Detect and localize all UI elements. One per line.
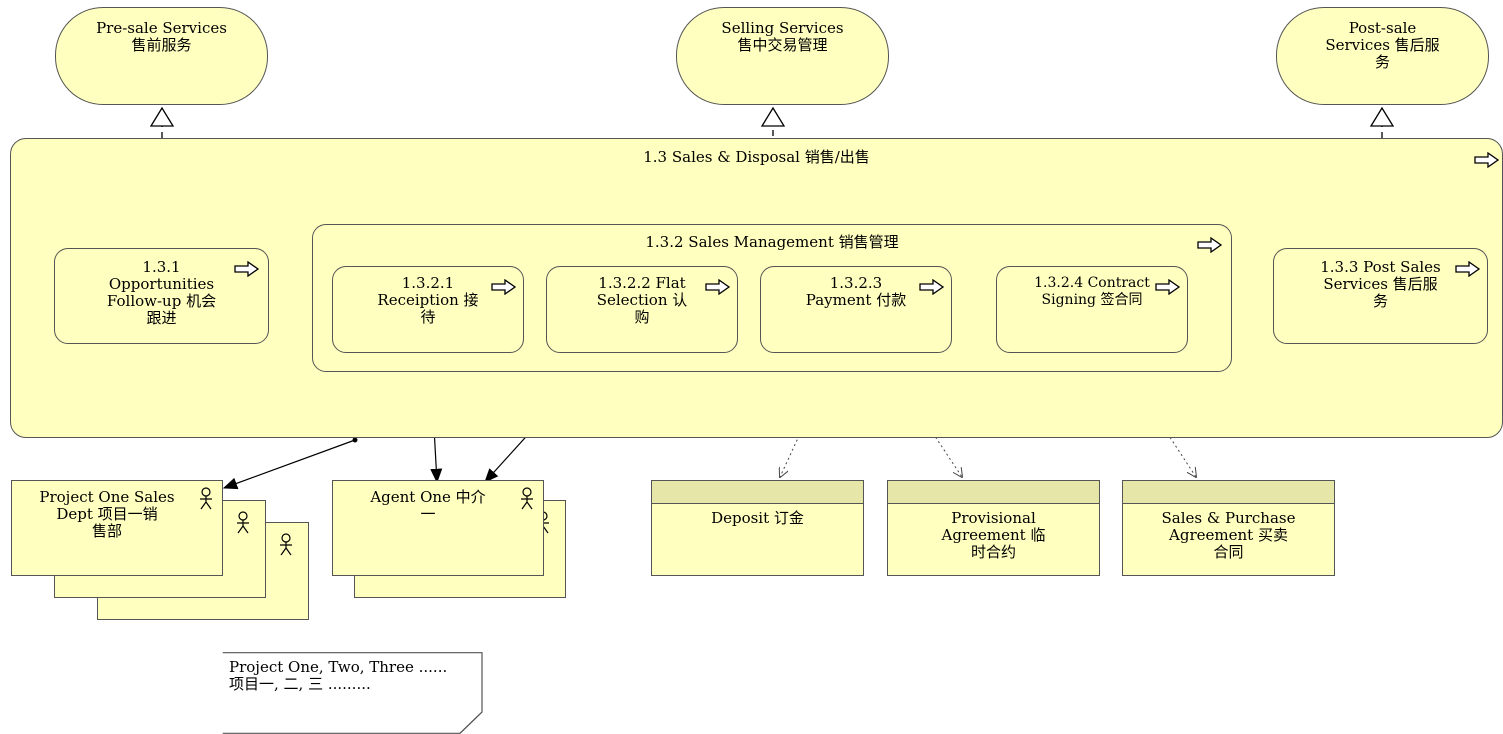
payment-process[interactable]: 1.3.2.3 Payment 付款 [760,266,952,353]
selling-service-label: Selling Services 售中交易管理 [721,19,844,54]
reception-process[interactable]: 1.3.2.1 Receiption 接 待 [332,266,524,353]
process-arrow-icon [234,261,260,277]
postsale-service-label: Post-sale Services 售后服 务 [1325,19,1440,71]
sales-disposal-title: 1.3 Sales & Disposal 销售/出售 [643,148,870,166]
purchase-agreement-object[interactable]: Sales & Purchase Agreement 买卖 合同 [1122,480,1335,576]
postsale-service[interactable]: Post-sale Services 售后服 务 [1276,7,1489,105]
reception-label: 1.3.2.1 Receiption 接 待 [377,274,479,326]
process-arrow-icon [1455,261,1481,277]
object-header [652,481,863,504]
post-sales-label: 1.3.3 Post Sales Services 售后服 务 [1320,258,1441,310]
payment-label: 1.3.2.3 Payment 付款 [805,274,907,309]
opportunities-process[interactable]: 1.3.1 Opportunities Follow-up 机会 跟进 [54,248,269,344]
object-header [888,481,1099,504]
purchase-label: Sales & Purchase Agreement 买卖 合同 [1161,509,1296,561]
presale-service-label: Pre-sale Services 售前服务 [96,19,227,54]
contract-signing-process[interactable]: 1.3.2.4 Contract Signing 签合同 [996,266,1188,353]
agent-actor[interactable]: Agent One 中介 一 [332,480,544,576]
actor-icon [200,487,212,510]
actor-icon [280,533,292,556]
contract-signing-label: 1.3.2.4 Contract Signing 签合同 [1034,275,1150,308]
presale-service[interactable]: Pre-sale Services 售前服务 [55,7,268,105]
actor-icon [521,487,533,510]
agent-label: Agent One 中介 一 [370,488,486,523]
selling-service[interactable]: Selling Services 售中交易管理 [676,7,889,105]
sales-management-title: 1.3.2 Sales Management 销售管理 [645,233,899,251]
flat-selection-process[interactable]: 1.3.2.2 Flat Selection 认 购 [546,266,738,353]
realization-head-presale [149,106,175,127]
note-text[interactable]: Project One, Two, Three ...... 项目一, 二, 三… [229,658,448,693]
deposit-object[interactable]: Deposit 订金 [651,480,864,576]
sales-dept-label: Project One Sales Dept 项目一销 售部 [39,488,175,540]
provisional-agreement-object[interactable]: Provisional Agreement 临 时合约 [887,480,1100,576]
process-arrow-icon [1155,279,1181,295]
actor-icon [237,511,249,534]
process-arrow-icon [491,279,517,295]
provisional-label: Provisional Agreement 临 时合约 [941,509,1046,561]
assignment-sales-dept [222,439,356,490]
realization-head-selling [760,106,786,127]
process-arrow-icon [1474,152,1500,168]
realization-head-postsale [1369,106,1395,127]
sales-dept-actor[interactable]: Project One Sales Dept 项目一销 售部 [11,480,223,576]
process-arrow-icon [1197,237,1223,253]
object-header [1123,481,1334,504]
post-sales-process[interactable]: 1.3.3 Post Sales Services 售后服 务 [1273,248,1488,344]
process-arrow-icon [919,279,945,295]
deposit-label: Deposit 订金 [711,509,804,527]
process-arrow-icon [705,279,731,295]
flat-selection-label: 1.3.2.2 Flat Selection 认 购 [596,274,688,326]
opportunities-label: 1.3.1 Opportunities Follow-up 机会 跟进 [106,258,217,327]
